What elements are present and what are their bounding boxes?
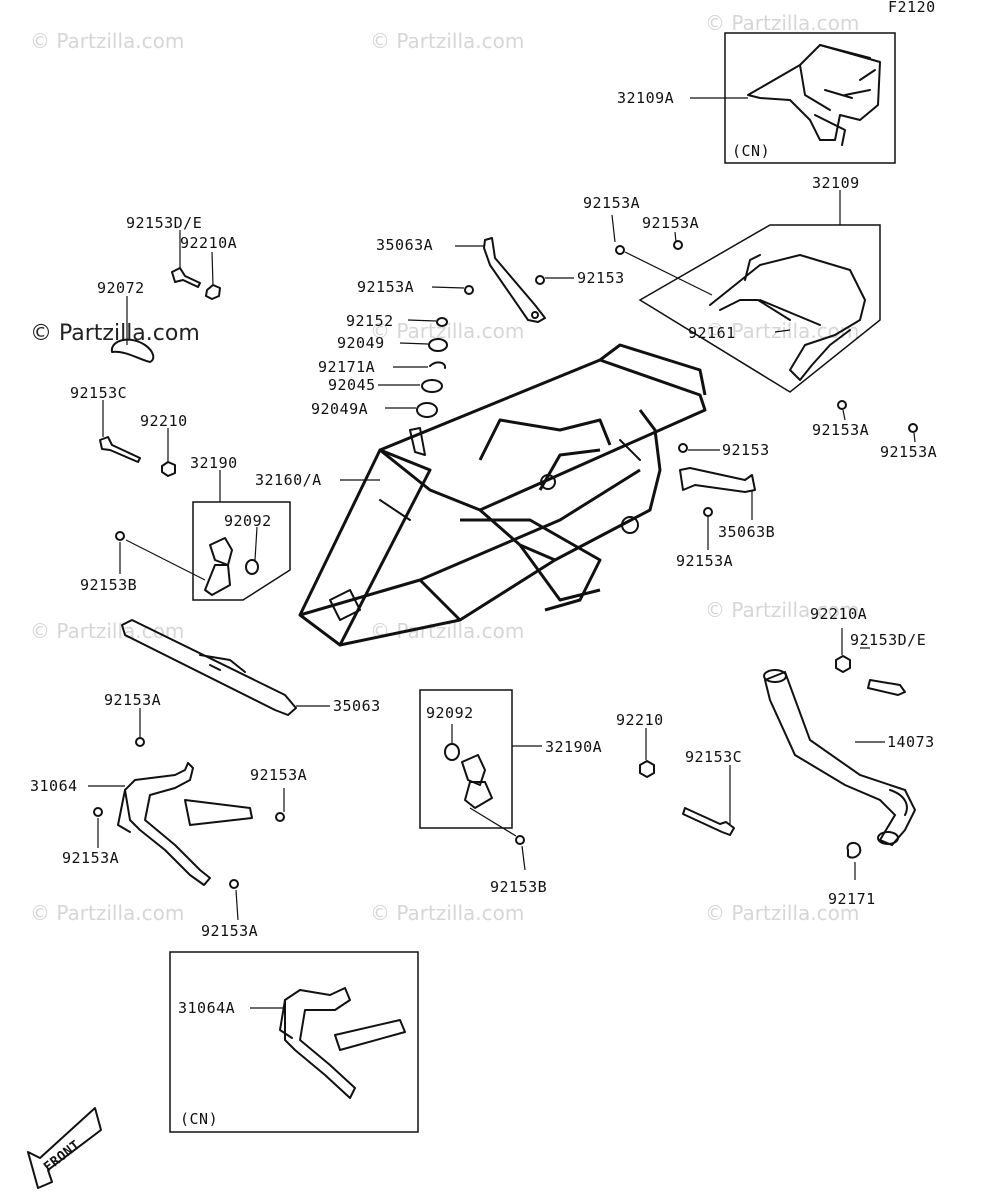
- label-92210A-left: 92210A: [180, 234, 237, 252]
- label-31064A: 31064A: [178, 999, 235, 1017]
- label-92153-right: 92153: [722, 441, 770, 459]
- label-92210A-right: 92210A: [810, 605, 867, 623]
- label-92153B-left: 92153B: [80, 576, 137, 594]
- label-32160A: 32160/A: [255, 471, 322, 489]
- watermark: © Partzilla.com: [705, 11, 859, 35]
- label-92049: 92049: [337, 334, 385, 352]
- box-32190A: [419, 689, 513, 829]
- label-92171A: 92171A: [318, 358, 375, 376]
- watermark: © Partzilla.com: [705, 598, 859, 622]
- diagram-id: F2120: [888, 0, 936, 16]
- part-31064-drawing: [117, 762, 253, 886]
- label-92153A-left-bottom: 92153A: [62, 849, 119, 867]
- label-14073: 14073: [887, 733, 935, 751]
- label-92153B-mid: 92153B: [490, 878, 547, 896]
- label-32190A: 32190A: [545, 738, 602, 756]
- label-92210-mid: 92210: [616, 711, 664, 729]
- cn-box-bottom: [169, 951, 419, 1133]
- label-35063A: 35063A: [376, 236, 433, 254]
- part-32109A-drawing: [747, 44, 881, 146]
- label-92153C-mid: 92153C: [685, 748, 742, 766]
- label-92153A-b: 92153A: [642, 214, 699, 232]
- front-arrow: FRONT: [27, 1107, 102, 1189]
- label-92072: 92072: [97, 279, 145, 297]
- watermark: © Partzilla.com: [705, 901, 859, 925]
- label-92092-mid: 92092: [426, 704, 474, 722]
- part-35063B-drawing: [679, 467, 756, 493]
- label-92153A-right-stay: 92153A: [676, 552, 733, 570]
- label-92161: 92161: [688, 324, 736, 342]
- label-92092-left: 92092: [224, 512, 272, 530]
- label-92153A-a: 92153A: [583, 194, 640, 212]
- label-35063B: 35063B: [718, 523, 775, 541]
- watermark: © Partzilla.com: [370, 901, 524, 925]
- part-35063A-drawing: [483, 237, 546, 323]
- label-92171: 92171: [828, 890, 876, 908]
- label-92153C-left: 92153C: [70, 384, 127, 402]
- label-35063: 35063: [333, 697, 381, 715]
- label-92153A-c: 92153A: [357, 278, 414, 296]
- label-32109A: 32109A: [617, 89, 674, 107]
- label-32190: 32190: [190, 454, 238, 472]
- label-92153DE-right: 92153D/E: [850, 631, 926, 649]
- part-35063-drawing: [121, 619, 297, 716]
- watermark: © Partzilla.com: [30, 619, 184, 643]
- front-arrow-icon: [27, 1107, 102, 1189]
- label-cn-bottom: (CN): [180, 1110, 218, 1128]
- label-92045: 92045: [328, 376, 376, 394]
- label-92210-left: 92210: [140, 412, 188, 430]
- part-31064A-drawing: [279, 987, 406, 1099]
- label-92153DE-left: 92153D/E: [126, 214, 202, 232]
- label-92153A-rack-r: 92153A: [880, 443, 937, 461]
- rack-box: [638, 224, 881, 393]
- part-14073-drawing: [763, 669, 917, 847]
- box-32190: [192, 501, 291, 601]
- part-32190A-drawing: [461, 754, 493, 809]
- label-92152: 92152: [346, 312, 394, 330]
- label-92153-upper: 92153: [577, 269, 625, 287]
- label-92153A-rack-l: 92153A: [812, 421, 869, 439]
- label-32109: 32109: [812, 174, 860, 192]
- label-92153A-bumper-bottom: 92153A: [201, 922, 258, 940]
- label-92153A-left-top: 92153A: [104, 691, 161, 709]
- label-31064: 31064: [30, 777, 78, 795]
- part-32109-drawing: [709, 254, 866, 381]
- label-92049A: 92049A: [311, 400, 368, 418]
- watermark: © Partzilla.com: [30, 901, 184, 925]
- label-92153A-left-mid-r: 92153A: [250, 766, 307, 784]
- watermark: © Partzilla.com: [370, 29, 524, 53]
- featured-watermark: © Partzilla.com: [30, 321, 200, 346]
- part-32190-drawing: [204, 537, 259, 596]
- label-cn-top: (CN): [732, 142, 770, 160]
- front-arrow-label: FRONT: [41, 1138, 83, 1175]
- watermark: © Partzilla.com: [30, 29, 184, 53]
- part-32160A-frame: [298, 343, 707, 647]
